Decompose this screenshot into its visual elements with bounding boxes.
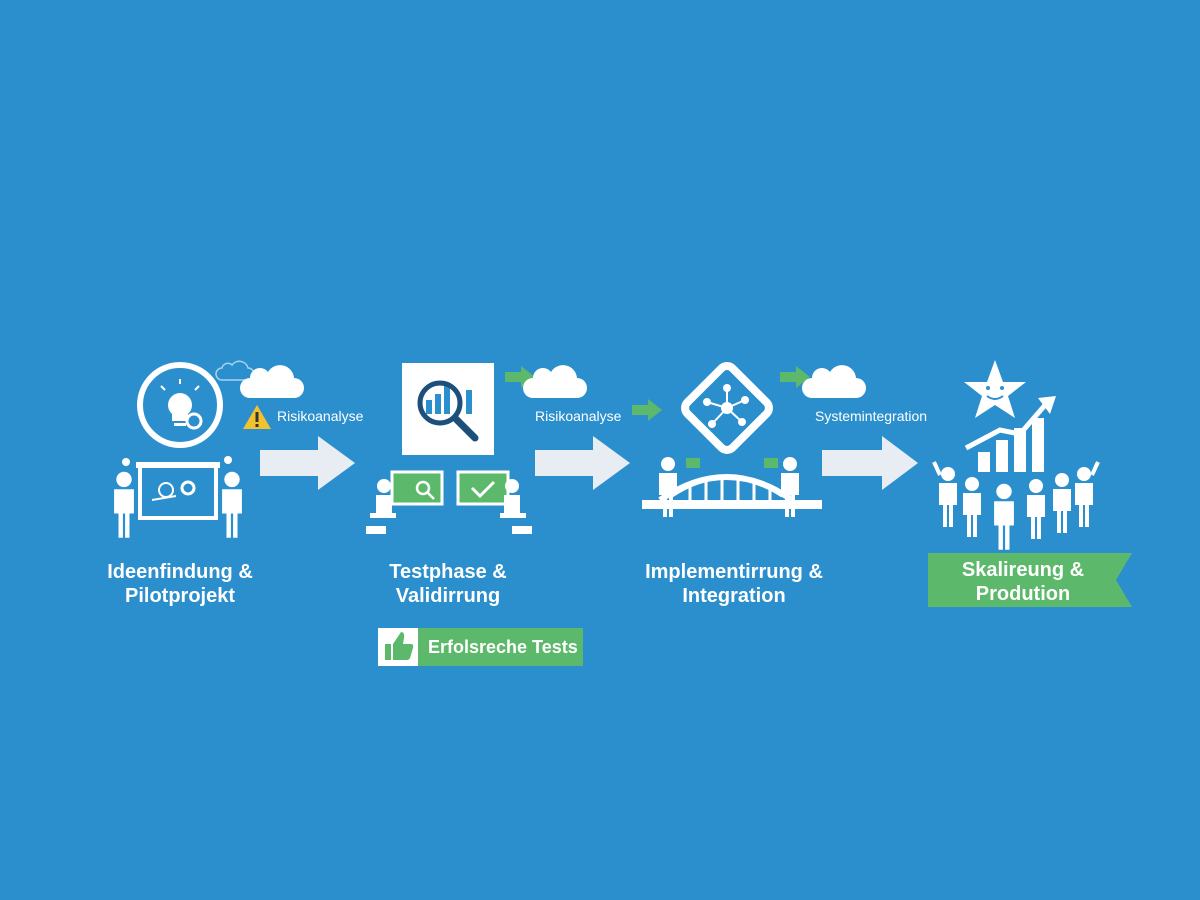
star-growth-chart-icon [964, 360, 1056, 472]
stage-1-line-1: Ideenfindung & [107, 561, 253, 583]
cloud-icon [240, 365, 304, 398]
stage-2-line-2: Validirrung [395, 585, 501, 607]
flow-arrow-2 [535, 436, 630, 490]
green-arrow-icon [632, 399, 662, 421]
flow-arrow-1 [260, 436, 355, 490]
stage-4-line-1: Skalireung & [961, 559, 1085, 581]
bridge-builders-icon [642, 457, 822, 517]
flow-arrow-3 [822, 436, 918, 490]
testers-laptops-icon [366, 470, 532, 534]
system-integration-label: Systemintegration [815, 408, 928, 424]
stage-4-line-2: Prodution [975, 583, 1071, 605]
stage-4-label: Skalireung & Prodution [928, 558, 1118, 606]
stage-2-label: Testphase & Validirrung [358, 560, 538, 608]
small-cloud-outline-icon [215, 360, 255, 381]
lightbulb-gear-icon [137, 362, 223, 448]
stage-4-banner [928, 553, 1132, 607]
crowd-celebrating-icon [932, 461, 1100, 550]
presentation-people-icon [114, 456, 242, 538]
stage-3-line-1: Implementirrung & [645, 561, 823, 583]
stage-1-line-2: Pilotprojekt [124, 585, 235, 607]
risk-analysis-label-1: Risikoanalyse [277, 408, 364, 424]
success-badge-label: Erfolsreche Tests [428, 637, 578, 657]
stage-3-line-2: Integration [682, 585, 786, 607]
thumbs-up-icon [385, 632, 414, 660]
stage-3-label: Implementirrung & Integration [624, 560, 844, 608]
network-diamond-icon [681, 362, 773, 454]
stage-1-label: Ideenfindung & Pilotprojekt [90, 560, 270, 608]
analytics-search-icon [402, 363, 494, 455]
cloud-icon [802, 365, 866, 398]
stage-2-line-1: Testphase & [389, 561, 507, 583]
warning-icon [243, 405, 271, 429]
cloud-icon [523, 365, 587, 398]
risk-analysis-label-2: Risikoanalyse [535, 408, 622, 424]
